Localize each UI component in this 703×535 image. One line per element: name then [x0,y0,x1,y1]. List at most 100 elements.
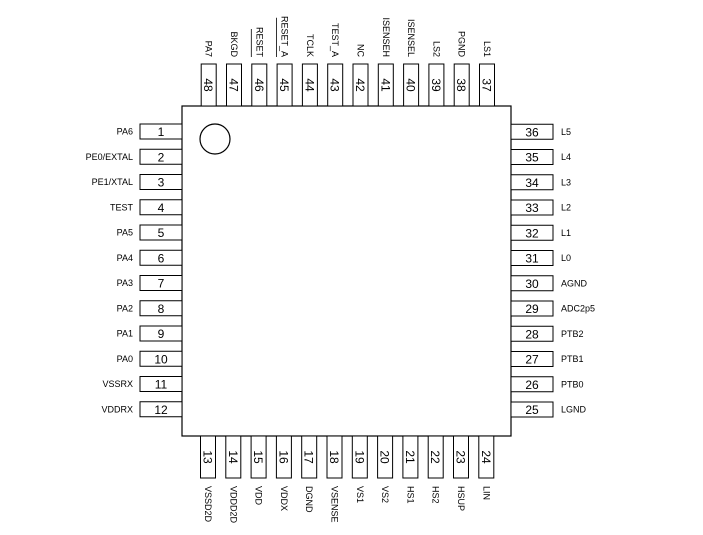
pin-label: PE0/EXTAL [86,152,133,162]
pin-number: 33 [525,201,539,215]
pin-label: VS2 [380,486,390,503]
pin-number: 38 [454,78,468,92]
pin-box [139,376,183,392]
pin-box [510,149,554,165]
pin-label: VSENSE [330,486,340,523]
pin-26: 26 PTB0 [510,376,584,393]
pin-number: 43 [328,78,342,92]
pin-number: 12 [154,403,168,417]
pin-number: 20 [378,450,392,464]
pin-box [200,63,217,107]
pin-label: LS2 [431,41,441,57]
pin-number: 45 [277,78,291,92]
pin-label: PA3 [117,278,133,288]
pin-label: HS2 [431,486,441,504]
pin-label: TEST_A [330,23,340,57]
chip-body [181,105,512,437]
pin-box [139,275,183,291]
pin-box [479,63,495,107]
pin-label: PA4 [117,253,133,263]
pin-box [403,63,420,107]
pin-box [225,435,242,479]
pin-label: PTB2 [561,329,584,339]
pin-box [275,435,292,479]
pin-label: L3 [561,177,571,187]
pin-number: 23 [454,450,468,464]
pin-number: 30 [525,277,539,291]
pin-box [402,435,419,479]
pin-box [453,63,470,107]
pin-number: 29 [525,302,539,316]
pin-number: 48 [201,78,215,92]
pin-box [377,435,394,479]
pin-number: 40 [404,78,418,92]
pin-number: 39 [429,78,443,92]
pin-label: ADC2p5 [561,304,595,314]
pin-box [301,435,318,479]
pin-box [377,63,394,107]
pin-number: 41 [378,78,392,92]
pin-label: VDDD2D [228,486,238,524]
pin-number: 9 [158,327,165,341]
pin-label: L4 [561,152,571,162]
pin-label: PTB1 [561,354,584,364]
pin-box [510,199,554,216]
pin-number: 26 [525,378,539,392]
pin-number: 7 [158,277,165,291]
pin-box [352,63,369,107]
pin-box [200,435,216,479]
pin-number: 34 [525,176,539,190]
top-pin-row: 37LS138PGND39LS240ISENSEL41ISENSEH42NC43… [200,16,495,107]
pin-31: 31 L0 [510,250,571,266]
pin-number: 27 [525,353,539,367]
pin-number: 31 [525,252,539,266]
pin-box [139,325,183,342]
pin-label: VDDRX [101,404,133,414]
pin-label: VDDX [279,486,289,511]
pin-box [327,63,344,107]
pin-number: 25 [525,403,539,417]
pin-label: VDD [254,486,264,506]
pin-box [226,63,242,107]
pin-box [510,123,554,140]
pin-label: PTB0 [561,379,584,389]
pin-box [510,376,554,393]
pin-label: L1 [561,228,571,238]
pin-box [510,300,554,317]
pin-7: 7 PA3 [117,275,183,291]
pin-box [510,250,554,266]
pin-number: 24 [479,450,493,464]
pin-label: PA7 [204,41,214,57]
pin-box [510,174,554,191]
pin-box [276,63,293,107]
pin-label: LS1 [482,41,492,57]
pin-label: L0 [561,253,571,263]
pin-number: 46 [252,78,266,92]
pin-label: PE1/XTAL [92,177,133,187]
pin-label: VS1 [355,486,365,503]
pin-box [453,435,469,479]
